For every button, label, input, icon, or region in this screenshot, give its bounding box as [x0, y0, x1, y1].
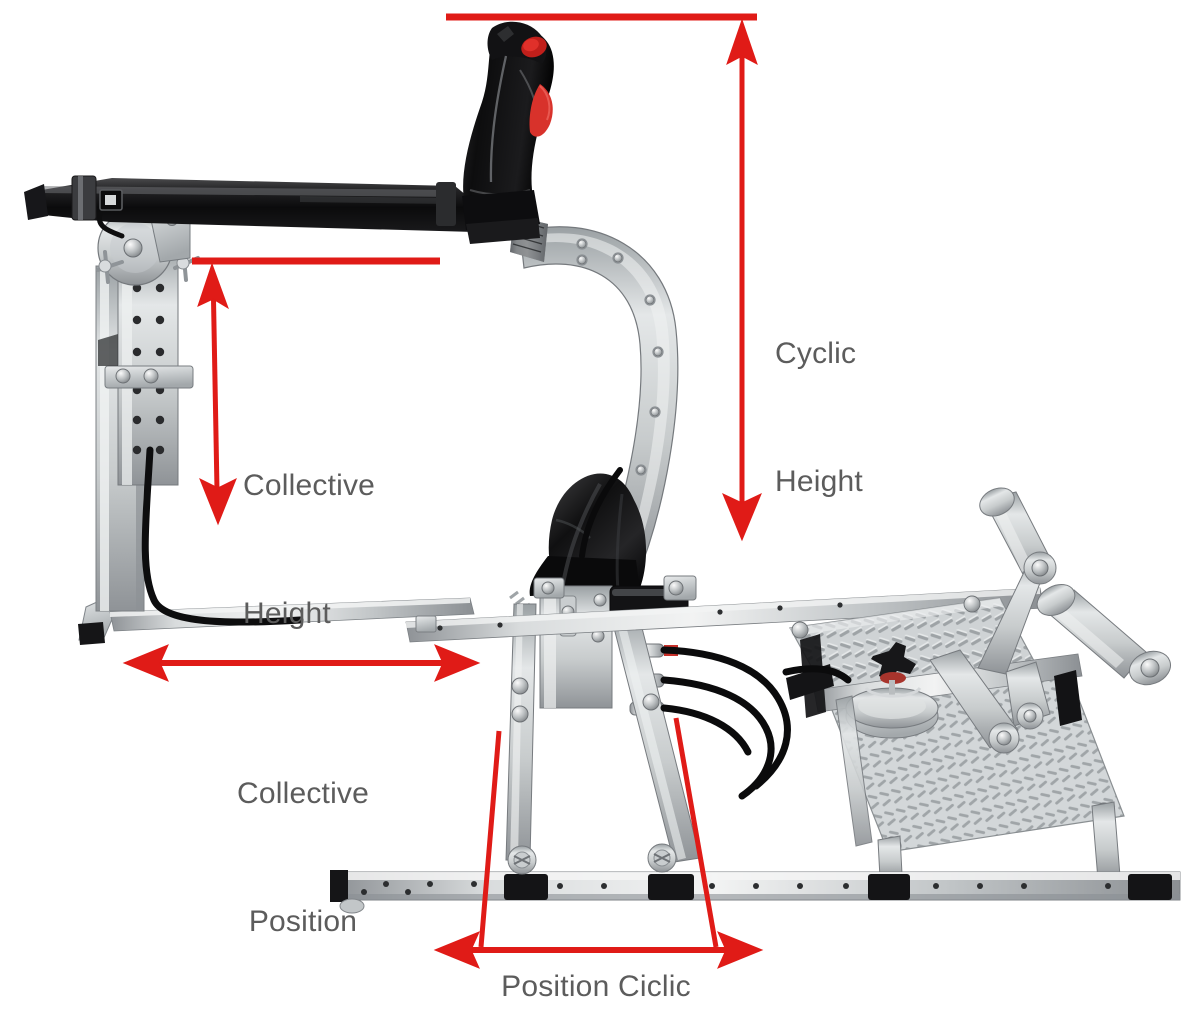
foot-block-far-right	[1128, 874, 1172, 900]
label-collective-position-line2: Position	[248, 904, 358, 938]
adjust-knob	[864, 642, 922, 698]
screenshot-root: Cyclic Height Collective Height Collecti…	[24, 13, 1181, 1003]
label-position-ciclic: Position Ciclic	[501, 970, 691, 1003]
label-collective-height-line1: Collective	[243, 469, 376, 503]
collective-upright-column	[95, 244, 194, 612]
label-collective-height-line2: Height	[243, 596, 331, 630]
pedal-pivot-puck	[845, 687, 939, 739]
anti-torque-pedal-assembly	[786, 487, 1171, 881]
cyclic-frame-legs	[505, 603, 701, 863]
pedal-arms	[929, 487, 1171, 754]
label-collective-height: Collective Height	[243, 380, 375, 721]
annotation-labels: Cyclic Height Collective Height Collecti…	[237, 248, 863, 1003]
perforated-base-rail	[330, 843, 1181, 914]
collective-assembly	[24, 175, 478, 645]
label-cyclic-height-line1: Cyclic	[775, 337, 857, 371]
foot-block-right	[868, 874, 910, 900]
foot-block-left	[504, 874, 548, 900]
cyclic-joystick-grip	[462, 21, 554, 244]
label-collective-position: Collective Position	[228, 688, 378, 1029]
collective-cable	[141, 446, 304, 626]
cyclic-assembly	[405, 21, 1045, 863]
label-cyclic-height: Cyclic Height	[775, 248, 863, 589]
product-photo	[24, 21, 1181, 914]
label-cyclic-height-line2: Height	[775, 464, 863, 498]
label-collective-position-line1: Collective	[236, 777, 370, 811]
collective-lever-arm	[24, 175, 478, 239]
